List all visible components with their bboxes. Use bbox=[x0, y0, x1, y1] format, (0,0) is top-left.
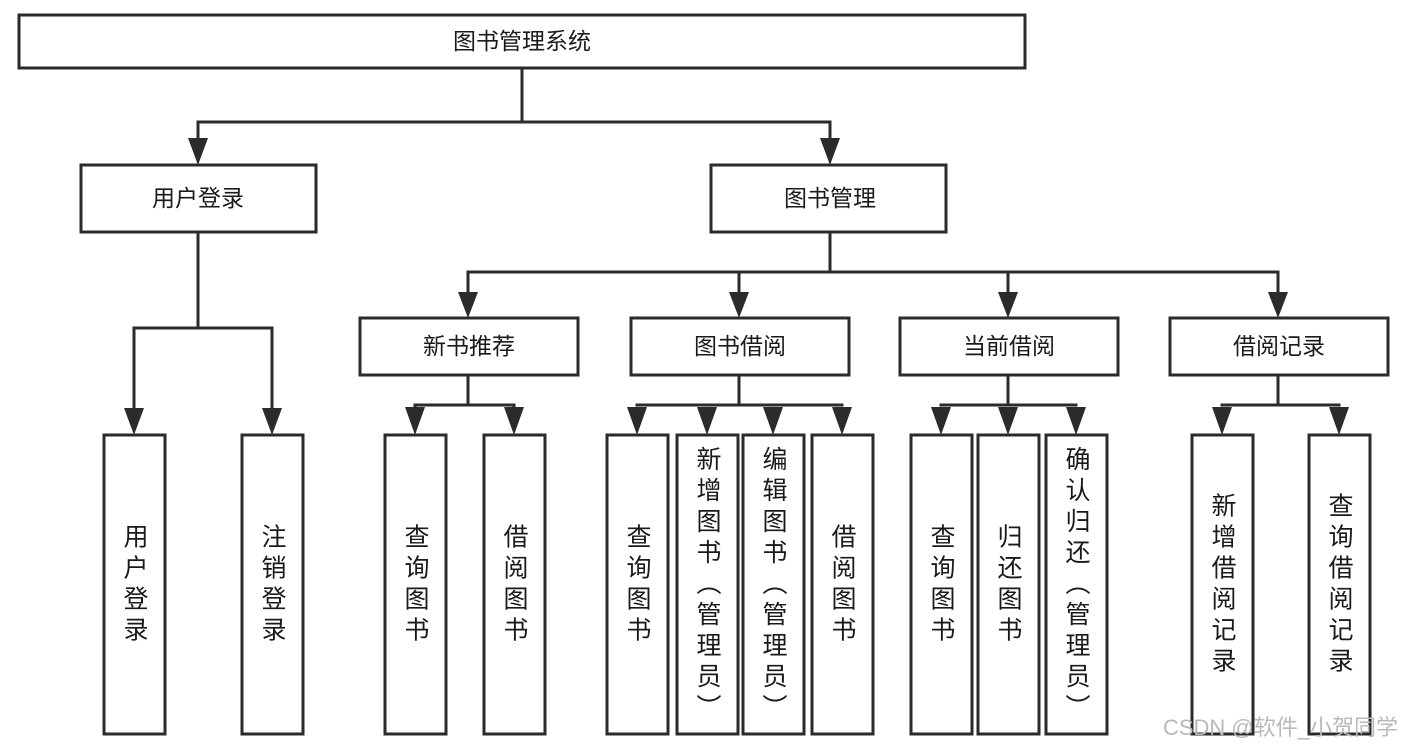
node-leaf-query-book-3-box[interactable] bbox=[909, 433, 974, 736]
node-leaf-confirm-return-admin-label: 确认归还︵管理员︶ bbox=[1065, 446, 1090, 722]
node-leaf-query-book-2-label: 查询图书 bbox=[626, 524, 651, 645]
node-new-book-recommend-box[interactable] bbox=[358, 316, 580, 377]
node-leaf-query-borrow-record[interactable]: 查询借阅记录 bbox=[1307, 433, 1372, 736]
node-leaf-return-book-label: 归还图书 bbox=[997, 524, 1022, 645]
arrow-head-leaf-add-borrow-record bbox=[1212, 407, 1232, 435]
node-leaf-borrow-book-1[interactable]: 借阅图书 bbox=[482, 433, 547, 736]
arrow-head-leaf-query-borrow-record bbox=[1329, 407, 1349, 435]
node-leaf-return-book-box[interactable] bbox=[976, 433, 1041, 736]
connector-user-login-to-leaves bbox=[124, 230, 282, 435]
node-leaf-query-book-1[interactable]: 查询图书 bbox=[383, 433, 448, 736]
arrow-head-new-book-recommend bbox=[458, 292, 478, 318]
node-leaf-return-book[interactable]: 归还图书 bbox=[976, 433, 1041, 736]
connector-new-book-recommend-to-leaves bbox=[405, 373, 524, 435]
node-leaf-query-book-1-box[interactable] bbox=[383, 433, 448, 736]
node-book-management-label: 图书管理 bbox=[784, 185, 876, 211]
node-user-login-label: 用户登录 bbox=[152, 185, 244, 211]
arrow-head-leaf-query-book-2 bbox=[627, 407, 647, 435]
node-borrow-record-label: 借阅记录 bbox=[1233, 333, 1325, 359]
node-leaf-borrow-book-1-label: 借阅图书 bbox=[503, 524, 528, 645]
node-leaf-query-borrow-record-label: 查询借阅记录 bbox=[1328, 493, 1353, 676]
node-leaf-user-login-box[interactable] bbox=[102, 433, 167, 736]
arrow-head-leaf-borrow-book-1 bbox=[504, 407, 524, 435]
node-book-borrow-label: 图书借阅 bbox=[694, 333, 786, 359]
node-leaf-confirm-return-admin-box[interactable] bbox=[1044, 433, 1109, 736]
arrow-head-leaf-edit-book-admin bbox=[763, 407, 783, 435]
connector-book-borrow-to-leaves bbox=[627, 373, 852, 435]
node-leaf-logout-login-label: 注销登录 bbox=[261, 524, 286, 645]
node-book-management[interactable]: 图书管理 bbox=[709, 163, 948, 234]
node-leaf-borrow-book-2-label: 借阅图书 bbox=[831, 524, 856, 645]
node-leaf-edit-book-admin[interactable]: 编辑图书︵管理员︶ bbox=[741, 433, 806, 736]
node-leaf-add-book-admin-label: 新增图书︵管理员︶ bbox=[696, 446, 721, 722]
arrow-head-leaf-return-book bbox=[998, 407, 1018, 435]
arrow-head-leaf-query-book-1 bbox=[405, 407, 425, 435]
node-leaf-user-login-label: 用户登录 bbox=[123, 524, 148, 645]
node-user-login[interactable]: 用户登录 bbox=[79, 163, 318, 234]
node-book-management-box[interactable] bbox=[709, 163, 948, 234]
node-leaf-add-borrow-record-label: 新增借阅记录 bbox=[1211, 493, 1236, 676]
arrow-head-leaf-borrow-book-2 bbox=[832, 407, 852, 435]
node-user-login-box[interactable] bbox=[79, 163, 318, 234]
node-leaf-borrow-book-1-box[interactable] bbox=[482, 433, 547, 736]
node-leaf-query-book-3[interactable]: 查询图书 bbox=[909, 433, 974, 736]
node-new-book-recommend[interactable]: 新书推荐 bbox=[358, 316, 580, 377]
node-leaf-add-book-admin-box[interactable] bbox=[675, 433, 740, 736]
arrow-head-book-management bbox=[820, 138, 840, 165]
node-leaf-query-book-1-label: 查询图书 bbox=[404, 524, 429, 645]
node-current-borrow-box[interactable] bbox=[898, 316, 1120, 377]
node-leaf-add-book-admin[interactable]: 新增图书︵管理员︶ bbox=[675, 433, 740, 736]
arrow-head-leaf-user-login bbox=[124, 408, 144, 435]
node-leaf-logout-login[interactable]: 注销登录 bbox=[240, 433, 305, 736]
node-leaf-query-book-2-box[interactable] bbox=[605, 433, 670, 736]
node-leaf-edit-book-admin-box[interactable] bbox=[741, 433, 806, 736]
node-borrow-record-box[interactable] bbox=[1168, 316, 1390, 377]
node-leaf-user-login[interactable]: 用户登录 bbox=[102, 433, 167, 736]
node-current-borrow[interactable]: 当前借阅 bbox=[898, 316, 1120, 377]
connector-book-management-to-level3 bbox=[458, 230, 1288, 318]
connector-borrow-record-to-leaves bbox=[1212, 373, 1349, 435]
node-leaf-query-book-2[interactable]: 查询图书 bbox=[605, 433, 670, 736]
csdn-watermark: CSDN @软件_小贺同学 bbox=[1163, 715, 1398, 740]
node-leaf-edit-book-admin-label: 编辑图书︵管理员︶ bbox=[762, 446, 787, 722]
node-book-borrow[interactable]: 图书借阅 bbox=[629, 316, 851, 377]
node-new-book-recommend-label: 新书推荐 bbox=[423, 333, 515, 359]
node-root-box[interactable] bbox=[17, 13, 1027, 70]
node-leaf-borrow-book-2-box[interactable] bbox=[810, 433, 875, 736]
node-borrow-record[interactable]: 借阅记录 bbox=[1168, 316, 1390, 377]
node-current-borrow-label: 当前借阅 bbox=[963, 333, 1055, 359]
arrow-head-leaf-logout-login bbox=[262, 408, 282, 435]
connector-current-borrow-to-leaves bbox=[931, 373, 1086, 435]
node-leaf-add-borrow-record[interactable]: 新增借阅记录 bbox=[1190, 433, 1255, 736]
node-book-borrow-box[interactable] bbox=[629, 316, 851, 377]
node-leaf-query-book-3-label: 查询图书 bbox=[930, 524, 955, 645]
arrow-head-borrow-record bbox=[1268, 292, 1288, 318]
node-leaf-query-borrow-record-box[interactable] bbox=[1307, 433, 1372, 736]
connector-root-to-level2 bbox=[188, 66, 840, 165]
node-leaf-borrow-book-2[interactable]: 借阅图书 bbox=[810, 433, 875, 736]
node-leaf-confirm-return-admin[interactable]: 确认归还︵管理员︶ bbox=[1044, 433, 1109, 736]
arrow-head-user-login bbox=[188, 138, 208, 165]
arrow-head-book-borrow bbox=[729, 292, 749, 318]
arrow-head-leaf-add-book-admin bbox=[697, 407, 717, 435]
node-leaf-add-borrow-record-box[interactable] bbox=[1190, 433, 1255, 736]
arrow-head-leaf-query-book-3 bbox=[931, 407, 951, 435]
arrow-head-current-borrow bbox=[998, 292, 1018, 318]
node-root[interactable]: 图书管理系统 bbox=[17, 13, 1027, 70]
node-leaf-logout-login-box[interactable] bbox=[240, 433, 305, 736]
node-root-label: 图书管理系统 bbox=[453, 28, 591, 54]
arrow-head-leaf-confirm-return-admin bbox=[1066, 407, 1086, 435]
